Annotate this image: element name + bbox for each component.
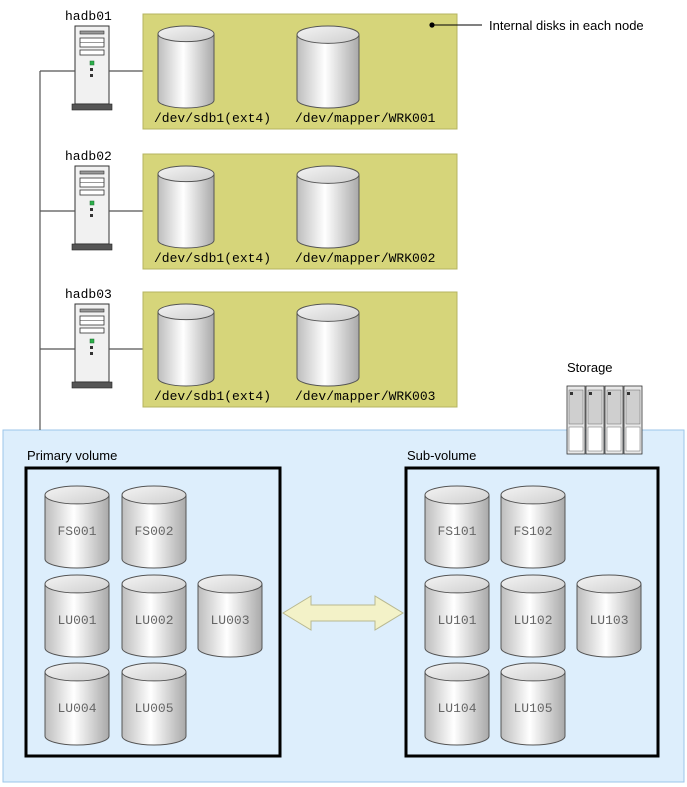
storage-label: Storage — [567, 360, 613, 375]
lu-disk-icon: LU104 — [424, 662, 490, 746]
lu-label: FS102 — [513, 524, 552, 539]
disk-label: /dev/mapper/WRK003 — [295, 389, 435, 404]
node-row: hadb01/dev/sdb1(ext4) /dev/mapper/WRK001 — [40, 9, 458, 130]
lu-label: LU001 — [57, 613, 96, 628]
lu-label: LU101 — [437, 613, 476, 628]
node-name: hadb01 — [65, 9, 112, 24]
lu-label: LU005 — [134, 701, 173, 716]
disk-icon — [296, 303, 360, 387]
node-row: hadb03/dev/sdb1(ext4) /dev/mapper/WRK003 — [40, 287, 458, 408]
server-icon — [71, 165, 113, 251]
lu-label: FS001 — [57, 524, 96, 539]
lu-disk-icon: FS002 — [121, 485, 187, 569]
disk-label: /dev/mapper/WRK002 — [295, 251, 435, 266]
lu-disk-icon: LU103 — [576, 574, 642, 658]
lu-label: FS101 — [437, 524, 476, 539]
lu-label: LU002 — [134, 613, 173, 628]
sub-volume-title: Sub-volume — [407, 448, 476, 463]
primary-volume-title: Primary volume — [27, 448, 117, 463]
disk-label: /dev/sdb1(ext4) — [154, 389, 271, 404]
sub-volume-box — [404, 466, 660, 758]
callout-dot — [429, 22, 435, 28]
lu-disk-icon: LU004 — [44, 662, 110, 746]
lu-label: LU105 — [513, 701, 552, 716]
node-row: hadb02/dev/sdb1(ext4) /dev/mapper/WRK002 — [40, 149, 458, 270]
lu-label: LU103 — [589, 613, 628, 628]
lu-disk-icon: LU105 — [500, 662, 566, 746]
disk-label: /dev/sdb1(ext4) — [154, 251, 271, 266]
disk-label: /dev/mapper/WRK001 — [295, 111, 436, 126]
storage-array-icon — [566, 385, 643, 455]
lu-label: LU102 — [513, 613, 552, 628]
disk-icon — [296, 25, 360, 109]
node-name: hadb03 — [65, 287, 112, 302]
lu-label: FS002 — [134, 524, 173, 539]
disk-icon — [296, 165, 360, 249]
lu-label: LU104 — [437, 701, 476, 716]
primary-volume-box — [24, 466, 282, 758]
lu-disk-icon: LU101 — [424, 574, 490, 658]
lu-disk-icon: LU003 — [197, 574, 263, 658]
lu-disk-icon: LU001 — [44, 574, 110, 658]
lu-label: LU004 — [57, 701, 96, 716]
lu-disk-icon: LU102 — [500, 574, 566, 658]
lu-disk-icon: FS102 — [500, 485, 566, 569]
server-icon — [71, 25, 113, 111]
disk-icon — [157, 303, 215, 387]
lu-disk-icon: FS101 — [424, 485, 490, 569]
lu-disk-icon: FS001 — [44, 485, 110, 569]
lu-label: LU003 — [210, 613, 249, 628]
server-icon — [71, 303, 113, 389]
disk-icon — [157, 25, 215, 109]
disk-label: /dev/sdb1(ext4) — [154, 111, 271, 126]
node-name: hadb02 — [65, 149, 112, 164]
lu-disk-icon: LU005 — [121, 662, 187, 746]
lu-disk-icon: LU002 — [121, 574, 187, 658]
callout-label: Internal disks in each node — [489, 18, 644, 33]
sync-arrow — [282, 595, 404, 631]
disk-icon — [157, 165, 215, 249]
